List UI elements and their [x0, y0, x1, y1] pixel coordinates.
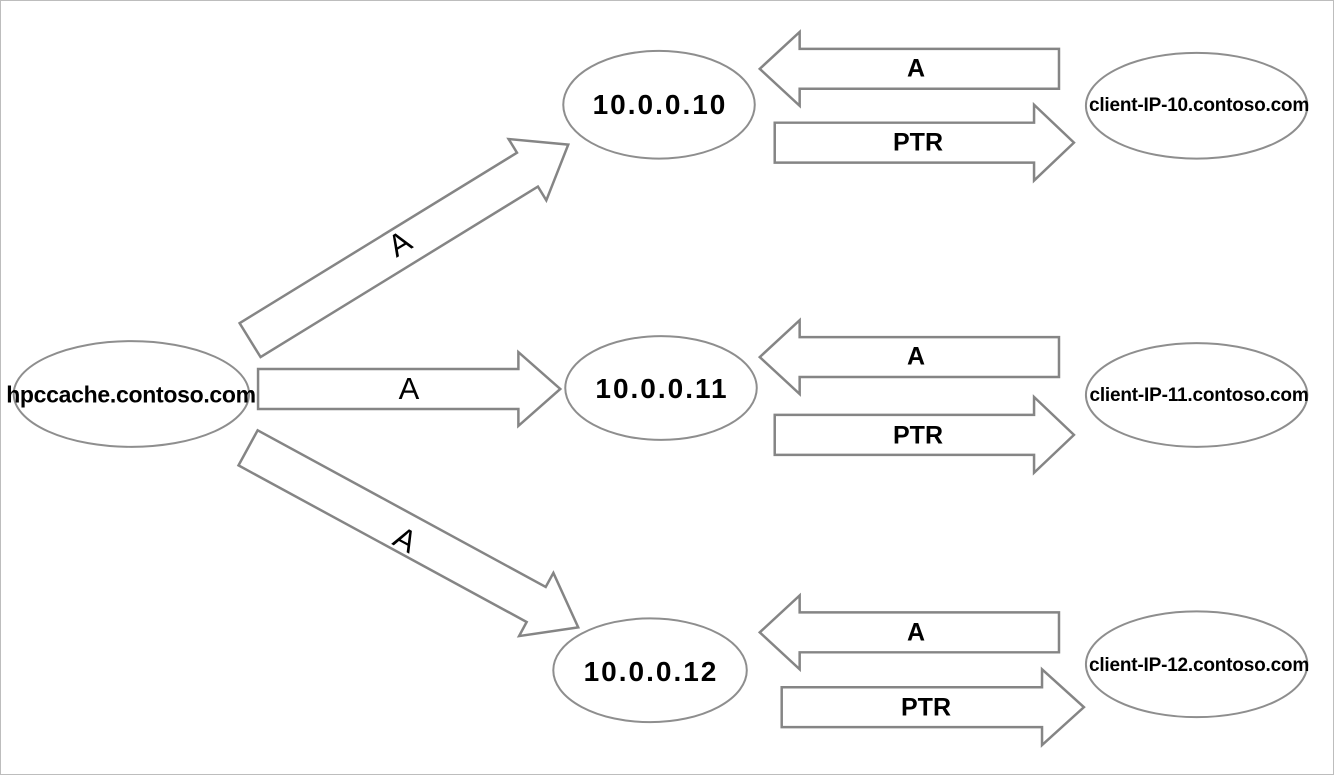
- ptr-record-label-2: PTR: [893, 421, 943, 450]
- a-record-reverse-label-2: A: [906, 342, 926, 371]
- ptr-record-arrow-ip-to-client-1: [773, 101, 1076, 184]
- ip-node-label-1: 10.0.0.10: [592, 89, 728, 120]
- a-record-arrow-source-to-ip-2: [256, 349, 563, 429]
- a-record-forward-label-2: A: [398, 371, 420, 406]
- client-node-ellipse-1: [1084, 51, 1309, 160]
- client-node-ellipse-3: [1084, 610, 1309, 719]
- a-record-arrow-source-to-ip-3: [236, 428, 581, 638]
- client-node-label-2: client-IP-11.contoso.com: [1089, 385, 1309, 406]
- source-node-ellipse: [12, 340, 251, 448]
- source-node-label: hpccache.contoso.com: [6, 381, 256, 408]
- ip-node-label-2: 10.0.0.11: [595, 373, 729, 404]
- a-record-arrow-client-to-ip-1: [757, 29, 1061, 109]
- client-node-label-1: client-IP-10.contoso.com: [1088, 95, 1310, 116]
- ptr-record-label-1: PTR: [893, 128, 943, 157]
- a-record-arrow-client-to-ip-3: [757, 592, 1061, 673]
- a-record-arrow-client-to-ip-2: [757, 317, 1061, 397]
- client-node-label-3: client-IP-12.contoso.com: [1088, 655, 1310, 676]
- ip-node-ellipse-1: [562, 49, 756, 160]
- client-node-ellipse-2: [1084, 342, 1309, 448]
- ip-node-ellipse-2: [564, 335, 758, 441]
- ip-node-label-3: 10.0.0.12: [583, 656, 719, 687]
- a-record-reverse-label-3: A: [906, 618, 926, 647]
- ptr-record-arrow-ip-to-client-3: [780, 666, 1086, 748]
- a-record-arrow-source-to-ip-1: [237, 137, 571, 359]
- ptr-record-arrow-ip-to-client-2: [773, 394, 1076, 476]
- ip-node-ellipse-3: [552, 617, 748, 724]
- a-record-reverse-label-1: A: [906, 54, 926, 83]
- ptr-record-label-3: PTR: [901, 693, 951, 722]
